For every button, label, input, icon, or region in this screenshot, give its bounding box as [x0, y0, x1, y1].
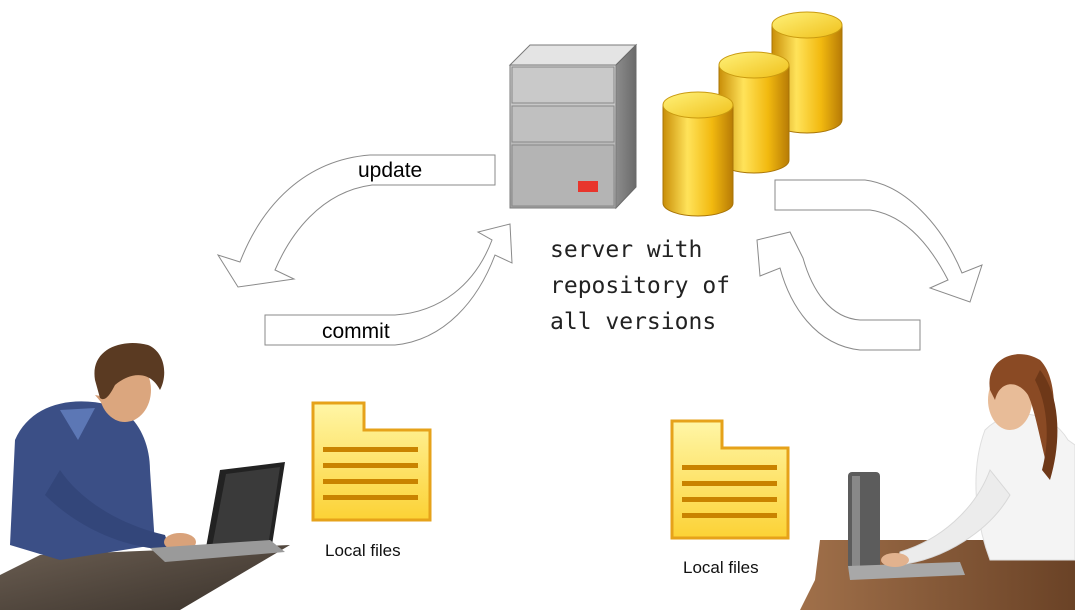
right-commit-arrow [756, 231, 921, 351]
server-caption-line-3: all versions [550, 309, 717, 335]
commit-label: commit [322, 320, 390, 343]
update-arrow [216, 154, 496, 288]
server-tower-icon [508, 43, 638, 210]
folder-icon-right [670, 419, 790, 540]
update-label: update [358, 159, 422, 182]
database-cylinder-icon [662, 11, 843, 217]
server-caption-line-2: repository of [550, 273, 731, 299]
server-led [578, 181, 598, 192]
right-update-arrow [774, 179, 983, 303]
local-files-label-right: Local files [683, 558, 759, 577]
server-caption: server with repository of all versions [550, 232, 730, 340]
local-files-label-left: Local files [325, 541, 401, 560]
commit-arrow [264, 223, 513, 346]
user-at-laptop-icon-right [800, 354, 1075, 610]
folder-icon-left [311, 401, 432, 522]
server-caption-line-1: server with [550, 237, 703, 263]
user-at-laptop-icon-left [0, 343, 290, 610]
